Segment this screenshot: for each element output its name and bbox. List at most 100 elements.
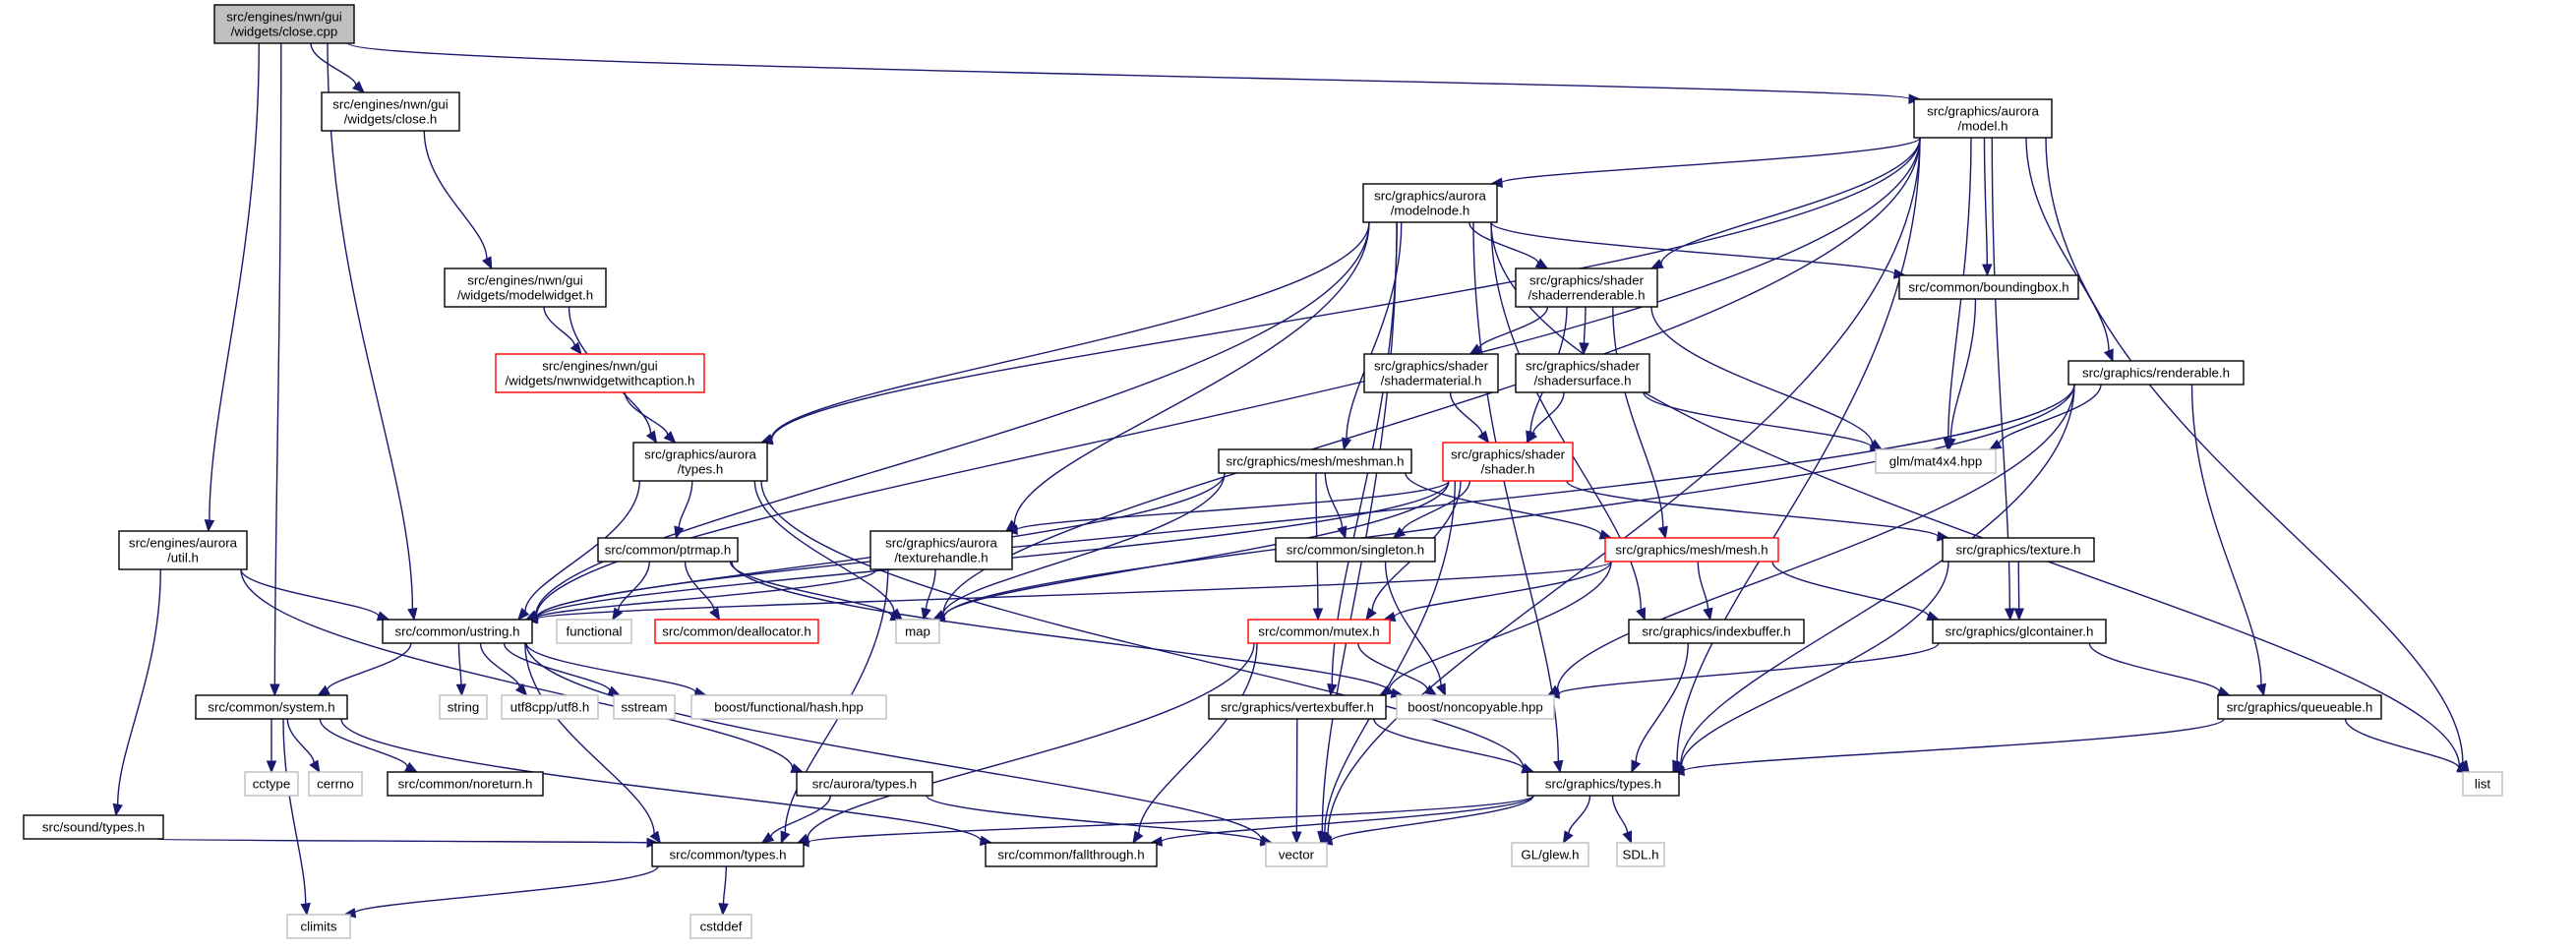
node-system-h[interactable]: src/common/system.h: [196, 695, 347, 719]
node-deallocator-h[interactable]: src/common/deallocator.h: [655, 620, 818, 643]
node-src-aurora-types-h[interactable]: src/aurora/types.h: [797, 772, 932, 796]
node-utf8[interactable]: utf8cpp/utf8.h: [502, 695, 598, 719]
node-shaderrenderable-h[interactable]: src/graphics/shader/shaderrenderable.h: [1516, 268, 1657, 307]
edge-model_h-to-renderable_h: [2026, 138, 2109, 351]
node-label: /modelnode.h: [1391, 204, 1470, 218]
node-cctype[interactable]: cctype: [245, 772, 298, 796]
node-graphics-types-h[interactable]: src/graphics/types.h: [1528, 772, 1679, 796]
node-noncopyable[interactable]: boost/noncopyable.hpp: [1397, 695, 1554, 719]
edge-shadermaterial_h-to-shader_h: [1451, 392, 1482, 434]
node-label: src/common/types.h: [670, 848, 787, 862]
edge-renderable_h-to-noncopyable: [1558, 385, 2075, 689]
node-common-types-h[interactable]: src/common/types.h: [652, 843, 804, 866]
edge-texture_h-to-graphics_types_h: [1682, 562, 1948, 765]
node-glcontainer-h[interactable]: src/graphics/glcontainer.h: [1933, 620, 2106, 643]
node-label: glm/mat4x4.hpp: [1889, 454, 1983, 469]
node-label: boost/noncopyable.hpp: [1408, 700, 1543, 715]
node-sdl[interactable]: SDL.h: [1617, 843, 1664, 866]
edge-aurora_types_h-to-ptrmap_h: [679, 481, 692, 527]
node-close-h[interactable]: src/engines/nwn/gui/widgets/close.h: [322, 92, 459, 131]
node-fallthrough-h[interactable]: src/common/fallthrough.h: [986, 843, 1157, 866]
node-ptrmap-h[interactable]: src/common/ptrmap.h: [598, 538, 738, 562]
node-renderable-h[interactable]: src/graphics/renderable.h: [2068, 361, 2244, 385]
node-label: /widgets/close.h: [344, 112, 438, 127]
node-climits[interactable]: climits: [287, 915, 350, 938]
arrowhead-modelwidget_h-to-nwnwidgetwithcaption_h: [571, 343, 581, 354]
node-label: cctype: [253, 777, 290, 792]
node-meshman-h[interactable]: src/graphics/mesh/meshman.h: [1219, 449, 1411, 473]
node-queueable-h[interactable]: src/graphics/queueable.h: [2218, 695, 2381, 719]
edge-boundingbox_h-to-mat4x4: [1950, 299, 1975, 439]
edge-vertexbuffer_h-to-vector: [1296, 719, 1297, 832]
arrowhead-system_h-to-cctype: [268, 761, 276, 772]
edge-shader_h-to-texture_h: [1567, 481, 1938, 536]
node-aurora-types-h[interactable]: src/graphics/aurora/types.h: [633, 443, 767, 481]
edge-model_h-to-boundingbox_h: [1985, 138, 1988, 265]
arrowhead-indexbuffer_h-to-graphics_types_h: [1632, 760, 1641, 772]
node-shadermaterial-h[interactable]: src/graphics/shader/shadermaterial.h: [1364, 354, 1498, 392]
edge-queueable_h-to-list: [2346, 719, 2459, 768]
node-functional[interactable]: functional: [557, 620, 631, 643]
node-shader-h[interactable]: src/graphics/shader/shader.h: [1443, 443, 1573, 481]
node-vector[interactable]: vector: [1266, 843, 1327, 866]
arrowhead-meshman_h-to-mutex_h: [1313, 609, 1322, 620]
edge-ptrmap_h-to-map: [731, 562, 892, 617]
edge-ustring_h-to-utf8: [481, 643, 520, 687]
node-label: /shadersurface.h: [1533, 374, 1631, 388]
node-glew[interactable]: GL/glew.h: [1512, 843, 1588, 866]
node-root[interactable]: src/engines/nwn/gui/widgets/close.cpp: [214, 5, 354, 43]
node-modelwidget-h[interactable]: src/engines/nwn/gui/widgets/modelwidget.…: [445, 268, 606, 307]
arrowhead-engines_aurora_util_h-to-src_aurora_types_h: [791, 764, 803, 773]
node-label: src/common/mutex.h: [1258, 624, 1379, 639]
node-label: src/engines/nwn/gui: [226, 10, 342, 25]
node-label: /widgets/modelwidget.h: [457, 288, 593, 303]
node-mutex-h[interactable]: src/common/mutex.h: [1248, 620, 1390, 643]
edge-mesh_h-to-indexbuffer_h: [1698, 562, 1707, 609]
node-label: src/graphics/vertexbuffer.h: [1221, 700, 1374, 715]
edge-close_h-to-modelwidget_h: [424, 131, 487, 259]
node-string[interactable]: string: [440, 695, 487, 719]
node-label: GL/glew.h: [1521, 848, 1579, 862]
node-singleton-h[interactable]: src/common/singleton.h: [1276, 538, 1435, 562]
node-vertexbuffer-h[interactable]: src/graphics/vertexbuffer.h: [1209, 695, 1386, 719]
node-cerrno[interactable]: cerrno: [309, 772, 362, 796]
arrowhead-root-to-ustring_h: [408, 609, 417, 621]
node-texture-h[interactable]: src/graphics/texture.h: [1943, 538, 2094, 562]
edge-meshman_h-to-mesh_h: [1406, 473, 1601, 535]
edge-graphics_types_h-to-vector: [1332, 796, 1533, 841]
node-noreturn-h[interactable]: src/common/noreturn.h: [388, 772, 543, 796]
nodes-layer: src/engines/nwn/gui/widgets/close.cppsrc…: [24, 5, 2502, 938]
node-map[interactable]: map: [896, 620, 939, 643]
node-modelnode-h[interactable]: src/graphics/aurora/modelnode.h: [1363, 184, 1497, 222]
node-label: src/common/noreturn.h: [398, 777, 533, 792]
edge-common_types_h-to-cstddef: [724, 866, 727, 904]
node-label: src/common/fallthrough.h: [997, 848, 1144, 862]
node-label: src/graphics/aurora: [1927, 104, 2039, 119]
node-texturehandle-h[interactable]: src/graphics/aurora/texturehandle.h: [870, 531, 1012, 569]
arrowhead-graphics_types_h-to-glew: [1564, 831, 1573, 843]
node-label: src/graphics/mesh/meshman.h: [1226, 454, 1404, 469]
node-label: src/engines/nwn/gui: [542, 359, 658, 374]
node-engines-aurora-util-h[interactable]: src/engines/aurora/util.h: [119, 531, 247, 569]
node-indexbuffer-h[interactable]: src/graphics/indexbuffer.h: [1629, 620, 1804, 643]
node-boundingbox-h[interactable]: src/common/boundingbox.h: [1899, 275, 2078, 299]
edge-root-to-engines_aurora_util_h: [210, 43, 259, 520]
node-mesh-h[interactable]: src/graphics/mesh/mesh.h: [1605, 538, 1778, 562]
node-sound-types-h[interactable]: src/sound/types.h: [24, 815, 163, 839]
node-cstddef[interactable]: cstddef: [690, 915, 751, 938]
arrowhead-modelnode_h-to-vertexbuffer_h: [1328, 684, 1337, 696]
node-mat4x4[interactable]: glm/mat4x4.hpp: [1876, 449, 1996, 473]
node-shadersurface-h[interactable]: src/graphics/shader/shadersurface.h: [1516, 354, 1649, 392]
edge-engines_aurora_util_h-to-sound_types_h: [118, 569, 161, 804]
node-nwnwidgetwithcaption-h[interactable]: src/engines/nwn/gui/widgets/nwnwidgetwit…: [496, 354, 704, 392]
node-sstream[interactable]: sstream: [614, 695, 675, 719]
node-ustring-h[interactable]: src/common/ustring.h: [383, 620, 532, 643]
arrowhead-system_h-to-climits: [301, 904, 310, 916]
node-hash-hpp[interactable]: boost/functional/hash.hpp: [691, 695, 886, 719]
edge-ustring_h-to-sstream: [505, 643, 611, 691]
node-label: src/graphics/glcontainer.h: [1946, 624, 2094, 639]
arrowhead-model_h-to-glcontainer_h: [2006, 609, 2014, 620]
node-list[interactable]: list: [2463, 772, 2502, 796]
node-model-h[interactable]: src/graphics/aurora/model.h: [1914, 99, 2052, 138]
node-label: src/graphics/renderable.h: [2082, 366, 2230, 381]
